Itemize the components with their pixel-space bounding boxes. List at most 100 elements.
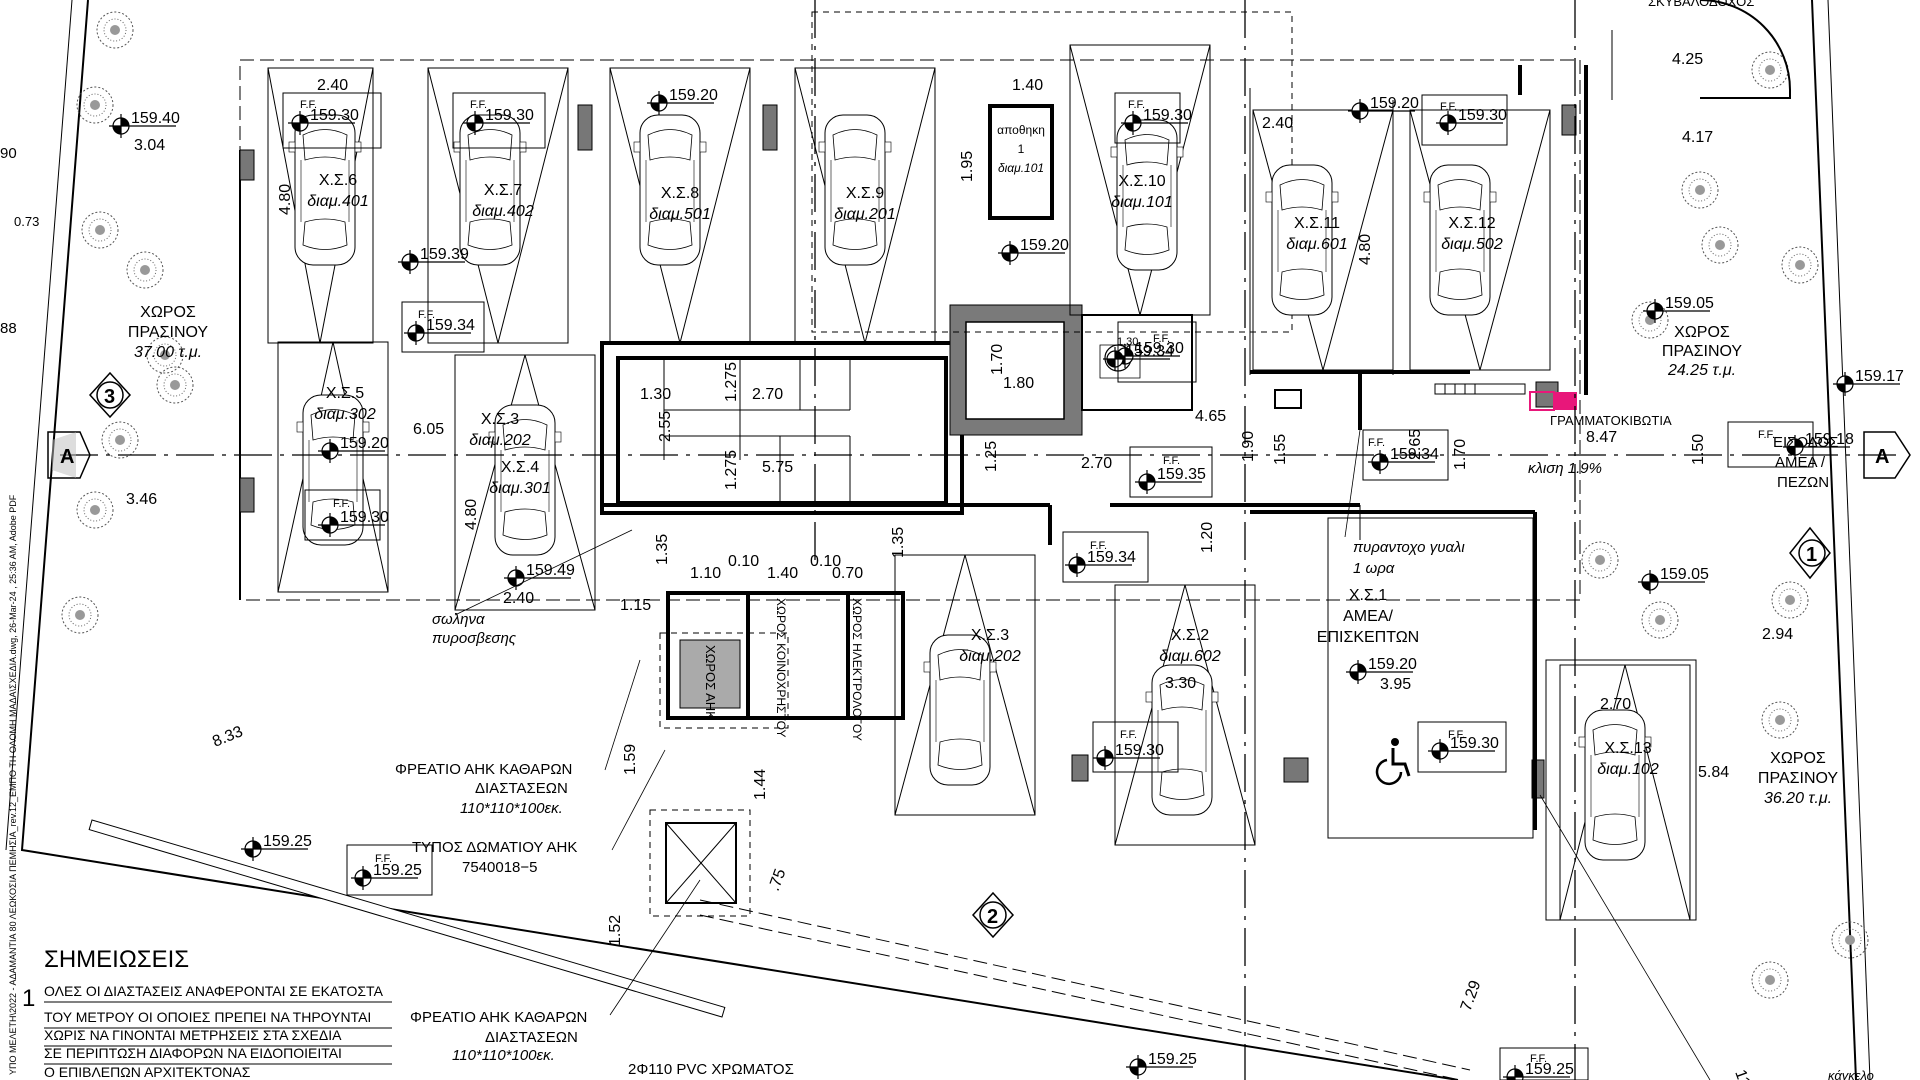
parking-apt: διαμ.401	[307, 193, 368, 210]
dim: 0.10	[728, 553, 759, 570]
axis-label-3: 3	[104, 386, 115, 408]
dim: 3.04	[134, 137, 165, 154]
parking-apt: διαμ.402	[472, 203, 534, 220]
parking-apt: διαμ.502	[1441, 236, 1503, 253]
parking-code: Χ.Σ.10	[1118, 173, 1165, 190]
ff-label: F.F.	[1120, 729, 1137, 741]
level-value: 159.20	[1020, 237, 1069, 254]
dim: 1.52	[607, 915, 624, 946]
level-value: 159.30	[340, 509, 389, 526]
level-marker: 159.39	[398, 246, 469, 274]
dim: 5.84	[1698, 764, 1729, 781]
level-marker: 159.30	[463, 107, 534, 135]
level-marker: 159.40	[109, 110, 180, 138]
level-marker: 159.30	[1436, 107, 1507, 135]
dim: 2.65	[1407, 429, 1424, 460]
level-marker: 159.49	[504, 562, 575, 590]
pvc-pipe-note: 2Φ110 PVC ΧΡΩΜΑΤΟΣ	[628, 1061, 794, 1078]
level-value: 159.20	[669, 87, 718, 104]
level-value: 159.39	[420, 246, 469, 263]
ff-label: F.F.	[375, 853, 392, 865]
parking-apt: διαμ.201	[834, 206, 895, 223]
green-area-left	[61, 11, 194, 634]
ff-label: F.F.	[300, 99, 317, 111]
dim: 1.15	[620, 597, 651, 614]
level-marker: 159.34	[1065, 549, 1136, 577]
manhole-note: ΦΡΕΑΤΙΟ ΑΗΚ ΚΑΘΑΡΩΝ	[410, 1009, 587, 1026]
dimensions: 2.40 3.04 3.46 4.80 4.80 4.80 6.05 2.40 …	[126, 51, 1793, 1080]
notes-line: Ο ΕΠΙΒΛΕΠΩΝ ΑΡΧΙΤΕΚΤΟΝΑΣ	[44, 1064, 251, 1080]
building-walls	[88, 0, 1791, 1080]
fire-hose-note: πυροσβεσης	[432, 630, 517, 647]
level-value: 159.18	[1805, 431, 1854, 448]
storage-number: 1	[1018, 142, 1025, 156]
level-marker: 159.35	[1135, 466, 1206, 494]
dim: 2.40	[317, 77, 348, 94]
level-marker: 159.25	[1126, 1051, 1197, 1079]
level-value: 159.05	[1660, 566, 1709, 583]
dim: 1.20	[1199, 522, 1216, 553]
level-value: 159.20	[1368, 656, 1417, 673]
dim: 4.65	[1195, 408, 1226, 425]
level-value: 159.20	[340, 435, 389, 452]
parking-code: Χ.Σ.7	[484, 182, 522, 199]
dim: 1.40	[1012, 77, 1043, 94]
ff-label: F.F.	[1090, 540, 1107, 552]
notes-title: ΣΗΜΕΙΩΣΕΙΣ	[44, 946, 189, 973]
level-marker: 159.30	[1093, 742, 1164, 770]
level-value: 159.25	[1148, 1051, 1197, 1068]
dim: 4.17	[1682, 129, 1713, 146]
dim: 3.46	[126, 491, 157, 508]
parking-apt: διαμ.202	[959, 648, 1021, 665]
level-value: 159.25	[1525, 1061, 1574, 1078]
level-value: 159.30	[1115, 742, 1164, 759]
green-area-label: ΧΩΡΟΣ	[140, 304, 196, 321]
level-marker: 159.20	[318, 435, 389, 463]
green-area-label: ΠΡΑΣΙΝΟΥ	[128, 324, 209, 341]
parking-code: Χ.Σ.8	[661, 185, 699, 202]
axis-marker-2: 2	[971, 891, 1015, 939]
axis-marker-a-right: A	[1863, 431, 1911, 479]
dim: 2.55	[657, 411, 674, 442]
level-value: 159.49	[526, 562, 575, 579]
green-area-size: 37.00 τ.μ.	[134, 344, 202, 361]
dim: 1.90	[1240, 431, 1257, 462]
level-marker: 159.20	[647, 87, 718, 115]
green-area-label: ΧΩΡΟΣ	[1770, 750, 1826, 767]
axis-marker-3: 3	[88, 371, 132, 419]
manhole-note: ΔΙΑΣΤΑΣΕΩΝ	[485, 1029, 578, 1046]
notes-line: ΣΕ ΠΕΡΙΠΤΩΣΗ ΔΙΑΦΟΡΩΝ ΝΑ ΕΙΔΟΠΟΙΕΙΤΑΙ	[44, 1045, 342, 1061]
ff-label: F.F.	[333, 498, 350, 510]
manhole-note: 110*110*100εκ.	[452, 1047, 555, 1064]
fire-glass-note: 1 ωρα	[1353, 560, 1395, 577]
parking-code: Χ.Σ.1	[1349, 587, 1387, 604]
parking-apt: διαμ.601	[1286, 236, 1347, 253]
dim: 7.29	[1458, 978, 1485, 1013]
parking-code: Χ.Σ.2	[1171, 627, 1209, 644]
dim: 2.70	[1081, 455, 1112, 472]
fire-glass-note: πυραντοχο γυαλι	[1353, 539, 1465, 556]
bin-label: ΣΚΥΒΑΛΟΔΟΧΟΣ	[1648, 0, 1754, 9]
level-marker: 159.34	[1103, 343, 1174, 371]
parking-bay-outlines	[267, 44, 1691, 921]
railing-label: κάγκελο	[1828, 1068, 1874, 1080]
dim: 1.95	[959, 151, 976, 182]
level-marker: 159.25	[241, 833, 312, 861]
ff-label: F.F.	[470, 99, 487, 111]
ff-boxes: F.F. F.F. F.F. F.F. F.F. F.F. F.F. F.F. …	[282, 92, 1814, 1080]
dim: 4.25	[1672, 51, 1703, 68]
level-value: 159.34	[1087, 549, 1136, 566]
axis-marker-a-left: A	[47, 431, 91, 479]
dim: 11.56	[1731, 1068, 1760, 1080]
entrance-label: ΠΕΖΩΝ	[1777, 474, 1829, 491]
dim: 0.70	[832, 565, 863, 582]
parking-apt: διαμ.202	[469, 432, 531, 449]
visitor-label: ΕΠΙΣΚΕΠΤΩΝ	[1317, 629, 1419, 646]
dim: .75	[766, 867, 790, 894]
level-value: 159.30	[485, 107, 534, 124]
ff-label: F.F.	[1440, 101, 1457, 113]
level-value: 159.30	[310, 107, 359, 124]
level-value: 159.30	[1135, 340, 1184, 357]
green-area-label: ΠΡΑΣΙΝΟΥ	[1662, 343, 1743, 360]
